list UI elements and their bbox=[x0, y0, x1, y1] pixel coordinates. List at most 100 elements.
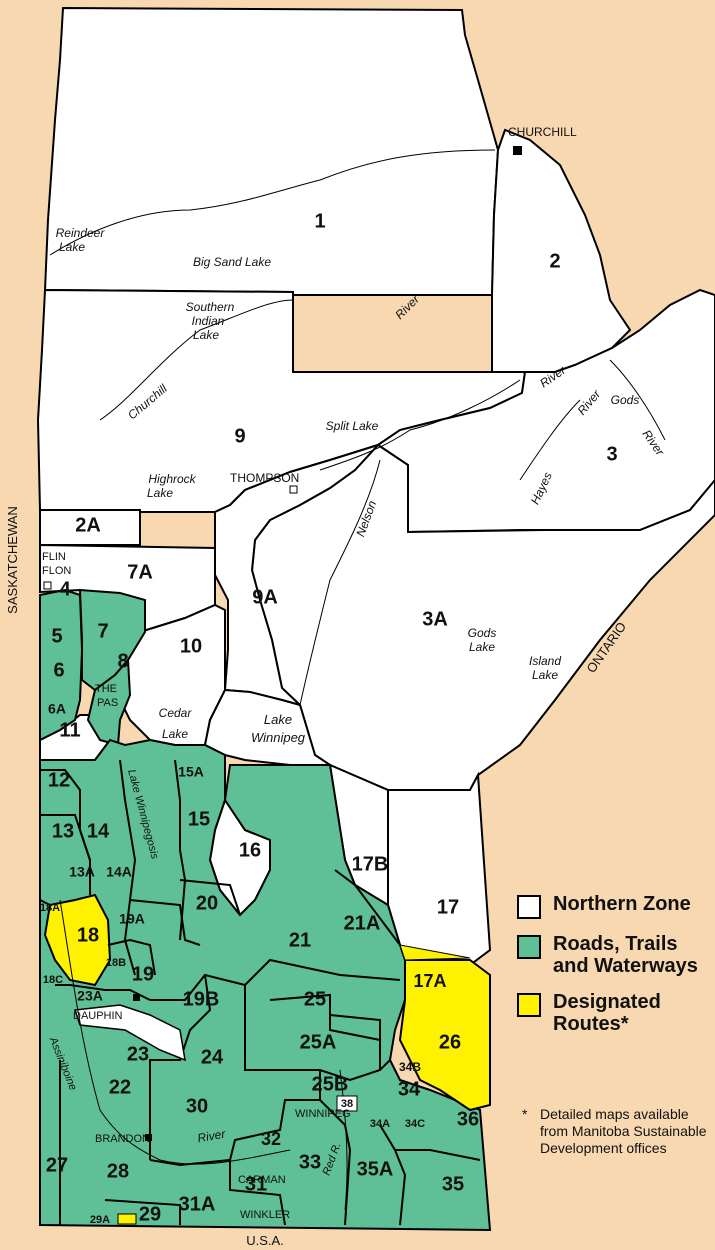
zone-34-label: 34 bbox=[398, 1078, 421, 1100]
saskatchewan-label: SASKATCHEWAN bbox=[5, 506, 20, 614]
big-sand-label: Big Sand Lake bbox=[193, 255, 271, 269]
zone-5-label: 5 bbox=[51, 625, 62, 647]
zone-17-area[interactable] bbox=[387, 771, 492, 967]
legend-roads: Roads, Trails and Waterways bbox=[517, 933, 715, 977]
zone-4-label: 4 bbox=[59, 578, 71, 600]
zone-25-label: 25 bbox=[304, 988, 326, 1010]
zone-19b-label: 19B bbox=[183, 988, 220, 1010]
northern-zone-label: Northern Zone bbox=[553, 893, 691, 915]
zone-24-label: 24 bbox=[201, 1046, 224, 1068]
gods-lake-label-1: Gods bbox=[468, 626, 497, 640]
zone-19a-label: 19A bbox=[119, 911, 145, 927]
usa-label: U.S.A. bbox=[246, 1233, 284, 1248]
zone-23a-label: 23A bbox=[77, 988, 103, 1004]
zone-18c-label: 18C bbox=[43, 974, 63, 986]
lake-winnipeg-label-2: Winnipeg bbox=[251, 730, 306, 745]
island-lake-label-1: Island bbox=[529, 654, 561, 668]
designated-swatch bbox=[517, 993, 541, 1017]
churchill-town-label: CHURCHILL bbox=[508, 125, 577, 139]
zone-1-label: 1 bbox=[314, 210, 325, 232]
designated-zones bbox=[43, 893, 491, 1225]
zone-9a-label: 9A bbox=[252, 586, 278, 608]
zone-15a-label: 15A bbox=[178, 764, 204, 780]
zone-19-label: 19 bbox=[132, 963, 154, 985]
zone-11-label: 11 bbox=[59, 719, 80, 741]
roads-swatch bbox=[517, 935, 541, 959]
zone-1-area[interactable] bbox=[43, 6, 500, 296]
towns: CHURCHILL THOMPSON FLIN FLON THE PAS DAU… bbox=[42, 125, 577, 1221]
zone-35a-label: 35A bbox=[357, 1158, 394, 1180]
dauphin-lake bbox=[73, 1004, 186, 1062]
zone-18a-label: 18A bbox=[40, 902, 60, 914]
zone-25b-label: 25B bbox=[312, 1073, 349, 1095]
zone-25a-label: 25A bbox=[300, 1031, 337, 1053]
legend: Northern Zone Roads, Trails and Waterway… bbox=[517, 893, 715, 1049]
pas-label: PAS bbox=[97, 697, 118, 709]
cedar-label-1: Cedar bbox=[159, 706, 193, 720]
zone-29-label: 29 bbox=[139, 1203, 161, 1225]
zone-2-area[interactable] bbox=[491, 128, 632, 373]
zone-12-label: 12 bbox=[48, 769, 70, 791]
southern-indian-label-3: Lake bbox=[193, 328, 219, 342]
zone-17b-label: 17B bbox=[352, 853, 389, 875]
zone-17a-area[interactable] bbox=[399, 944, 471, 961]
legend-note: * Detailed maps available from Manitoba … bbox=[522, 1106, 712, 1157]
zone-16-label: 16 bbox=[239, 839, 261, 861]
zone-26-label: 26 bbox=[439, 1031, 461, 1053]
zone-23-label: 23 bbox=[127, 1043, 149, 1065]
flon-label: FLON bbox=[42, 565, 71, 577]
flin-flon-marker bbox=[43, 581, 52, 590]
designated-label: Designated Routes* bbox=[553, 991, 661, 1035]
zone-15-label: 15 bbox=[188, 808, 210, 830]
zone-8-area[interactable] bbox=[86, 657, 132, 747]
southern-indian-label-2: Indian bbox=[192, 314, 225, 328]
highrock-label-2: Lake bbox=[147, 486, 173, 500]
winkler-label: WINKLER bbox=[240, 1209, 290, 1221]
zone-32-label: 32 bbox=[261, 1129, 281, 1149]
zone-20-label: 20 bbox=[196, 892, 218, 914]
lake-winnipeg-label-1: Lake bbox=[264, 712, 292, 727]
zone-31-label: 31 bbox=[245, 1173, 267, 1195]
zone-38-label: 38 bbox=[341, 1098, 353, 1110]
split-lake-label: Split Lake bbox=[326, 419, 379, 433]
zone-26-area[interactable] bbox=[398, 959, 491, 1112]
zone-28-label: 28 bbox=[107, 1160, 129, 1182]
zone-29a-area[interactable] bbox=[117, 1213, 137, 1225]
zone-27-label: 27 bbox=[46, 1154, 68, 1176]
zone-35-label: 35 bbox=[442, 1173, 464, 1195]
dauphin-label: DAUPHIN bbox=[73, 1010, 123, 1022]
zone-labels: 1 2 9 3 2A 4 7A 9A 3A 5 7 6 8 10 6A 11 1… bbox=[40, 210, 618, 1226]
reindeer-label-1: Reindeer bbox=[56, 226, 106, 240]
zone-south-roads-area[interactable] bbox=[39, 738, 492, 1232]
zone-2a-label: 2A bbox=[75, 514, 101, 536]
zone-18b-label: 18B bbox=[106, 957, 126, 969]
zone-17-label: 17 bbox=[437, 896, 459, 918]
thompson-label: THOMPSON bbox=[230, 471, 299, 485]
rivers bbox=[49, 149, 666, 1211]
legend-northern-zone: Northern Zone bbox=[517, 893, 715, 919]
zone-34c-label: 34C bbox=[405, 1118, 425, 1130]
zone-2a-area[interactable] bbox=[39, 509, 141, 546]
zone-14a-label: 14A bbox=[106, 864, 132, 880]
zone-13a-label: 13A bbox=[69, 864, 95, 880]
thompson-marker bbox=[289, 485, 298, 494]
brandon-label: BRANDON bbox=[95, 1133, 150, 1145]
zone-10-label: 10 bbox=[180, 635, 202, 657]
zone-17a-label: 17A bbox=[413, 971, 446, 991]
river-assiniboine-label: River bbox=[196, 1127, 227, 1146]
legend-designated: Designated Routes* bbox=[517, 991, 715, 1035]
zone-8-label: 8 bbox=[117, 650, 128, 672]
zone-34b-label: 34B bbox=[399, 1060, 421, 1074]
roads-zones bbox=[39, 588, 492, 1232]
island-lake-label-2: Lake bbox=[532, 668, 558, 682]
southern-indian-label-1: Southern bbox=[186, 300, 235, 314]
zone-33-label: 33 bbox=[299, 1151, 321, 1173]
zone-29a-label: 29A bbox=[90, 1214, 110, 1226]
zone-5-6-area[interactable] bbox=[39, 588, 84, 742]
zone-21a-label: 21A bbox=[344, 912, 381, 934]
zone-7-label: 7 bbox=[97, 620, 108, 642]
zone-18-area[interactable] bbox=[43, 893, 112, 987]
zone-21-label: 21 bbox=[289, 929, 311, 951]
brandon-marker bbox=[145, 1134, 152, 1141]
